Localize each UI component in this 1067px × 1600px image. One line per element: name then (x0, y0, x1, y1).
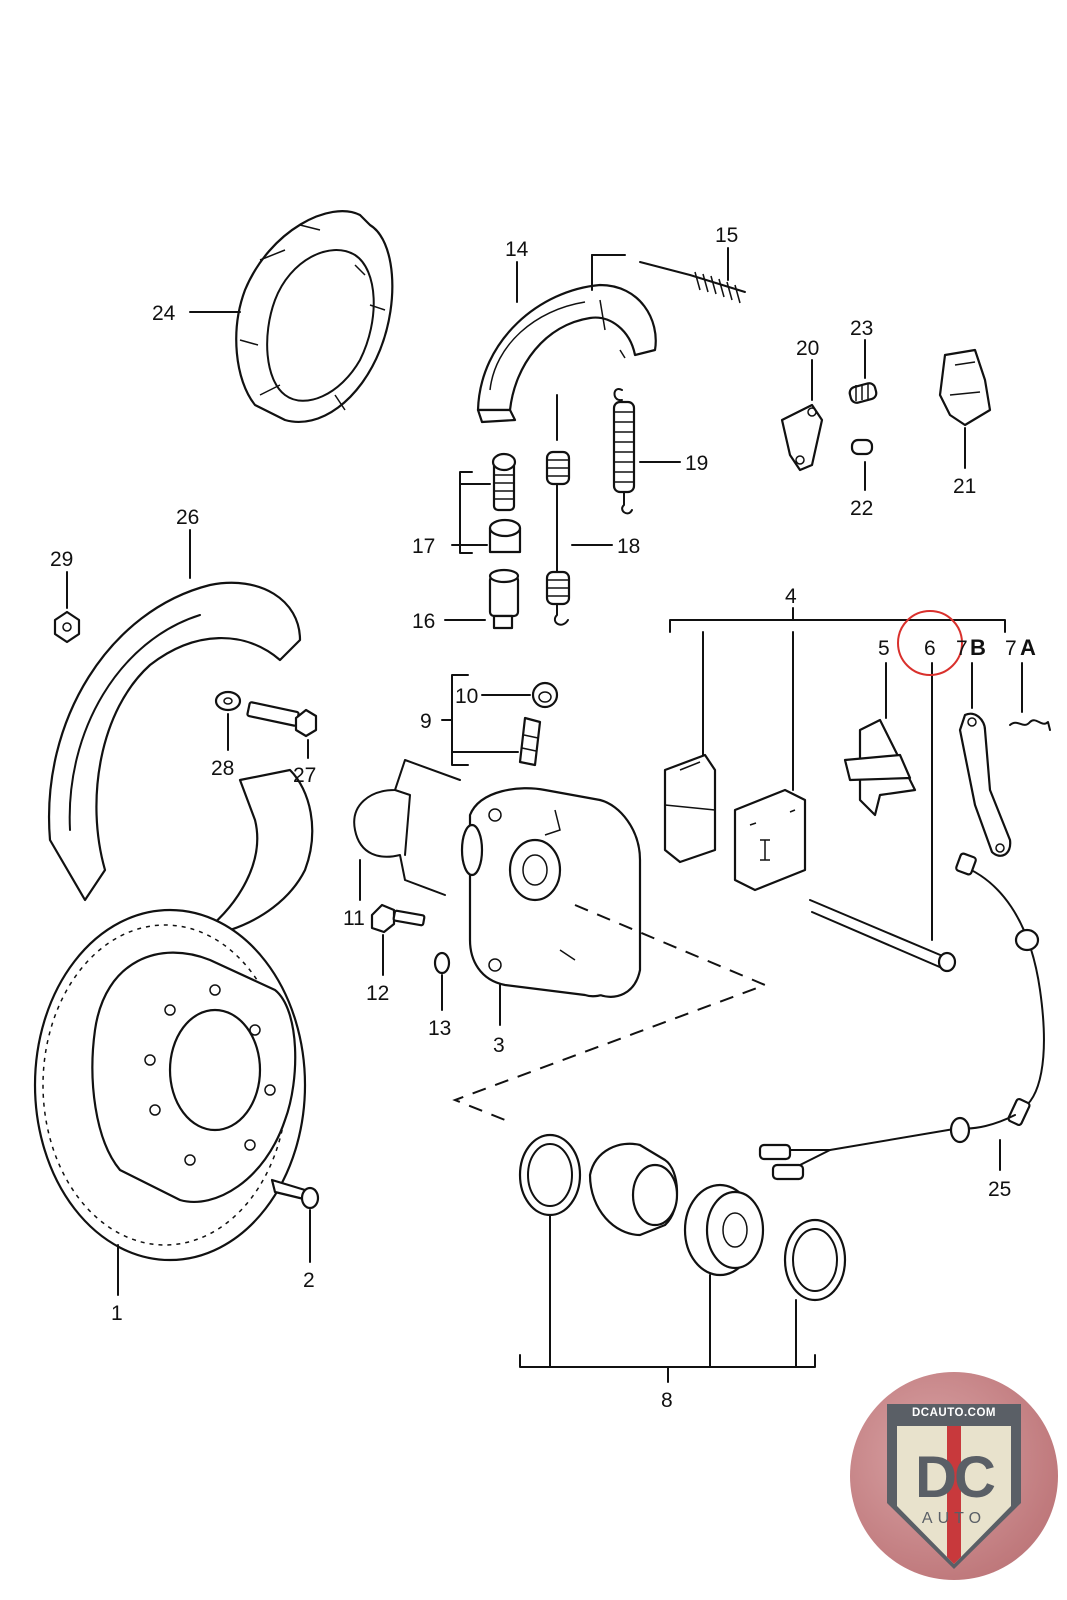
bracket-17 (451, 471, 491, 554)
callout-13: 13 (428, 1017, 451, 1040)
callout-7b-num: 7 (956, 637, 968, 660)
callout-26: 26 (176, 506, 199, 529)
callout-7a-num: 7 (1005, 637, 1017, 660)
part-17-adjuster-set[interactable] (488, 452, 522, 554)
callout-10: 10 (455, 685, 478, 708)
part-26-backing-plate[interactable] (47, 581, 314, 937)
callout-29: 29 (50, 548, 73, 571)
part-7a-wire-clip[interactable] (1009, 719, 1051, 731)
callout-20: 20 (796, 337, 819, 360)
callout-24: 24 (152, 302, 176, 325)
dcauto-logo: DCAUTO.COM DC AUTO (850, 1372, 1058, 1580)
highlight-circle (897, 610, 963, 676)
part-15-spring[interactable] (591, 254, 746, 304)
part-19-tension-spring[interactable] (612, 388, 636, 515)
part-9-bleeder-valve[interactable] (518, 716, 542, 767)
callout-16: 16 (412, 610, 435, 633)
callout-3: 3 (493, 1034, 505, 1057)
callout-21: 21 (953, 475, 976, 498)
part-23-spring[interactable] (848, 382, 878, 404)
part-22-pin[interactable] (850, 438, 874, 456)
callout-1: 1 (111, 1302, 123, 1325)
callout-2: 2 (303, 1269, 315, 1292)
part-29-nut[interactable] (53, 610, 81, 644)
part-21-expanding-lock[interactable] (938, 348, 992, 427)
logo-sub-text: AUTO (921, 1510, 987, 1527)
part-7b-wear-indicator-bracket[interactable] (958, 712, 1012, 857)
callout-7b-letter: B (970, 635, 986, 660)
logo-shield: DCAUTO.COM DC AUTO (887, 1404, 1021, 1569)
part-11-retaining-spring[interactable] (353, 759, 461, 896)
part-18-return-spring[interactable] (545, 394, 571, 626)
callout-19: 19 (685, 452, 708, 475)
callout-15: 15 (715, 224, 738, 247)
callout-5: 5 (878, 637, 890, 660)
callout-8: 8 (661, 1389, 673, 1412)
callout-6: 6 (924, 637, 936, 660)
part-13-washer[interactable] (433, 951, 451, 975)
part-20-lever[interactable] (780, 403, 824, 472)
part-14-parking-brake-shoe[interactable] (476, 283, 657, 424)
callout-12: 12 (366, 982, 389, 1005)
callout-23: 23 (850, 317, 873, 340)
part-6-retaining-pin[interactable] (809, 899, 957, 973)
part-12-hex-bolt[interactable] (370, 903, 426, 934)
bracket-4 (669, 619, 1006, 633)
callout-7a-letter: A (1020, 635, 1036, 660)
logo-url-text: DCAUTO.COM (911, 1407, 996, 1419)
callout-14: 14 (505, 238, 529, 261)
callout-17: 17 (412, 535, 435, 558)
callout-4: 4 (785, 585, 797, 608)
part-2-countersunk-screw[interactable] (270, 1178, 320, 1210)
part-24-dust-shield[interactable] (235, 210, 394, 423)
part-27-bolt[interactable] (246, 701, 318, 738)
part-8-piston[interactable] (588, 1142, 679, 1237)
part-16-adjuster-sleeve[interactable] (488, 568, 520, 630)
logo-brand-text: DC (915, 1445, 996, 1510)
bracket-8 (519, 1354, 816, 1368)
part-25-wear-sensor-wire[interactable] (758, 852, 1045, 1181)
callout-27: 27 (293, 764, 316, 787)
part-8-dust-boot[interactable] (683, 1183, 765, 1277)
logo-stripe (947, 1426, 961, 1564)
callout-22: 22 (850, 497, 873, 520)
part-5-spreader-spring[interactable] (843, 718, 917, 817)
part-4-brake-pad-left[interactable] (663, 753, 717, 864)
part-10-dust-cap[interactable] (531, 681, 559, 709)
part-4-brake-pad-right[interactable] (733, 788, 807, 892)
part-8-retaining-ring[interactable] (783, 1218, 847, 1302)
part-28-washer[interactable] (214, 690, 242, 712)
part-3-brake-caliper[interactable] (460, 787, 642, 998)
callout-18: 18 (617, 535, 640, 558)
part-8-seal-ring[interactable] (518, 1133, 582, 1217)
callout-25: 25 (988, 1178, 1011, 1201)
dashed-leader-caliper-kit (452, 904, 768, 1121)
bracket-9 (441, 674, 531, 766)
part-1-brake-disc[interactable] (33, 908, 307, 1262)
callout-28: 28 (211, 757, 234, 780)
callout-9: 9 (420, 710, 432, 733)
callout-11: 11 (343, 907, 365, 930)
